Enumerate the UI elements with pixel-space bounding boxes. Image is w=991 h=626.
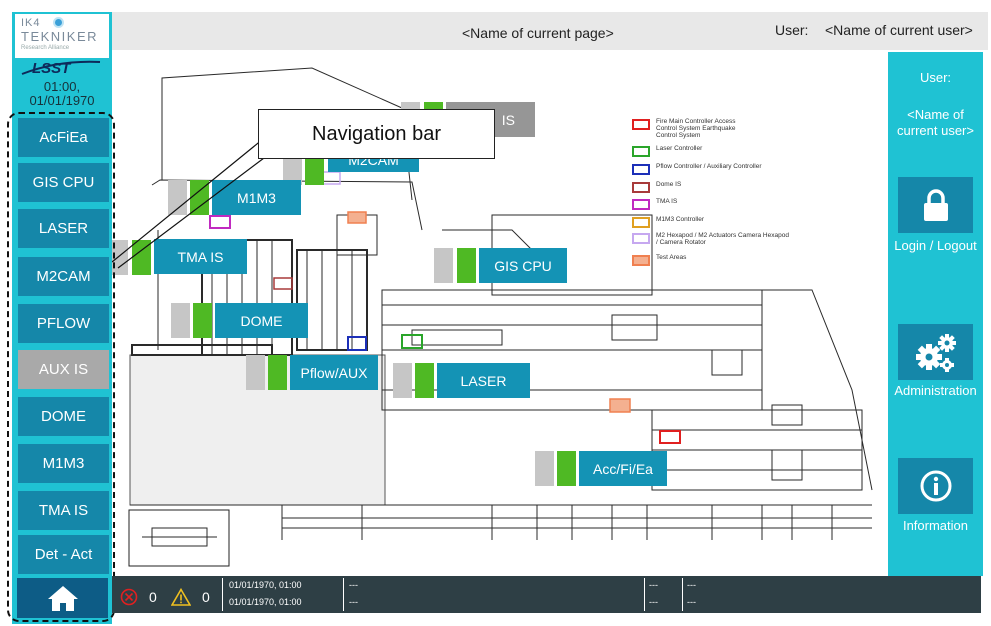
header-user-name: <Name of current user> <box>825 22 973 38</box>
information-label[interactable]: Information <box>902 518 969 533</box>
information-button[interactable] <box>898 458 973 514</box>
warning-count: 0 <box>202 589 210 605</box>
nav-gis-cpu[interactable]: GIS CPU <box>18 163 109 202</box>
navigation-bar-callout: Navigation bar <box>258 109 495 159</box>
info-icon <box>920 470 951 502</box>
login-button[interactable] <box>898 177 973 233</box>
legend-swatch <box>632 255 650 266</box>
dome-status-gray <box>171 303 190 338</box>
alarm-detail-2: --- <box>687 597 696 607</box>
administration-button[interactable] <box>898 324 973 380</box>
laser-map-button[interactable]: LASER <box>437 363 530 398</box>
pflow-aux-status-gray <box>246 355 265 390</box>
laser-status-green <box>415 363 434 398</box>
alarm-time-2: 01/01/1970, 01:00 <box>229 597 302 607</box>
tma-is-map-button[interactable]: TMA IS <box>154 239 247 274</box>
legend-text: TMA IS <box>656 198 678 205</box>
tekniker-logo: IK4 TEKNIKER Research Alliance <box>15 14 109 58</box>
legend-swatch <box>632 217 650 228</box>
legend-text: Pflow Controller / Auxiliary Controller <box>656 163 762 170</box>
legend-item: Laser Controller <box>632 145 702 157</box>
legend-text: Test Areas <box>656 254 687 261</box>
pflow-aux-status-green <box>268 355 287 390</box>
alarm-message-1: --- <box>349 580 358 590</box>
alarm-field-2: --- <box>649 597 658 607</box>
nav-det-act[interactable]: Det - Act <box>18 535 109 574</box>
nav-acfiea[interactable]: AcFiEa <box>18 118 109 157</box>
status-bar: 0 0 01/01/1970, 01:00 01/01/1970, 01:00 … <box>112 576 981 613</box>
m1m3-status-gray <box>168 180 187 215</box>
clock-date: 01/01/1970 <box>29 93 95 108</box>
administration-label[interactable]: Administration <box>894 383 977 398</box>
legend-swatch <box>632 199 650 210</box>
panel-user-name: <Name of current user> <box>897 107 974 138</box>
gis-cpu-status-green <box>457 248 476 283</box>
legend-item: Dome IS <box>632 181 681 193</box>
gis-cpu-status-gray <box>434 248 453 283</box>
home-icon <box>47 586 78 611</box>
acc-fi-ea-map-button[interactable]: Acc/Fi/Ea <box>579 451 667 486</box>
clock-display: 01:00, 01/01/1970 <box>12 80 112 108</box>
legend-swatch <box>632 119 650 130</box>
alarm-field-1: --- <box>649 580 658 590</box>
page-title: <Name of current page> <box>462 25 614 41</box>
acc-fi-ea-status-gray <box>535 451 554 486</box>
home-button[interactable] <box>17 578 108 618</box>
lsst-logo: LSST <box>21 60 101 77</box>
alarm-message-2: --- <box>349 597 358 607</box>
clock-time: 01:00, <box>43 79 81 94</box>
legend-text: Laser Controller <box>656 145 703 152</box>
header-user-label: User: <box>775 22 809 38</box>
legend-text: Dome IS <box>656 181 682 188</box>
nav-tma-is[interactable]: TMA IS <box>18 491 109 530</box>
legend-item: M2 Hexapod / M2 Actuators Camera Hexapod… <box>632 232 791 246</box>
lock-icon <box>923 189 948 221</box>
dome-map-button[interactable]: DOME <box>215 303 308 338</box>
error-count: 0 <box>149 589 157 605</box>
facility-map: Fire Main Controller Access Control Syst… <box>112 50 888 576</box>
navigation-bar-highlight <box>7 112 115 622</box>
legend-item: M1M3 Controller <box>632 216 704 228</box>
svg-text:LSST: LSST <box>32 60 72 77</box>
nav-m2cam[interactable]: M2CAM <box>18 257 109 296</box>
login-label[interactable]: Login / Logout <box>894 238 977 253</box>
legend-item: Pflow Controller / Auxiliary Controller <box>632 163 761 175</box>
alarm-time-1: 01/01/1970, 01:00 <box>229 580 302 590</box>
sidebar: IK4 TEKNIKER Research Alliance LSST 01:0… <box>12 12 112 624</box>
nav-aux-is[interactable]: AUX IS <box>18 350 109 389</box>
right-panel: User: <Name of current user> Login / Log… <box>888 52 983 576</box>
dome-status-green <box>193 303 212 338</box>
laser-status-gray <box>393 363 412 398</box>
legend-text: M1M3 Controller <box>656 216 705 223</box>
nav-laser[interactable]: LASER <box>18 209 109 248</box>
nav-m1m3[interactable]: M1M3 <box>18 444 109 483</box>
gears-icon <box>915 334 956 372</box>
tma-is-status-green <box>132 240 151 275</box>
header-bar: <Name of current page> User: <Name of cu… <box>112 12 988 50</box>
gis-cpu-map-button[interactable]: GIS CPU <box>479 248 567 283</box>
legend-item: Fire Main Controller Access Control Syst… <box>632 118 751 139</box>
legend-text: Fire Main Controller Access Control Syst… <box>656 118 736 139</box>
legend-item: Test Areas <box>632 254 686 266</box>
nav-pflow[interactable]: PFLOW <box>18 304 109 343</box>
legend-swatch <box>632 182 650 193</box>
legend-swatch <box>632 146 650 157</box>
legend-swatch <box>632 233 650 244</box>
legend-item: TMA IS <box>632 198 677 210</box>
m1m3-map-button[interactable]: M1M3 <box>212 180 301 215</box>
nav-dome[interactable]: DOME <box>18 397 109 436</box>
error-icon <box>120 588 138 606</box>
alarm-detail-1: --- <box>687 580 696 590</box>
m1m3-status-green <box>190 180 209 215</box>
panel-user-label: User: <box>919 70 952 85</box>
pflow-aux-map-button[interactable]: Pflow/AUX <box>290 355 378 390</box>
acc-fi-ea-status-green <box>557 451 576 486</box>
warning-icon <box>171 588 191 606</box>
legend-swatch <box>632 164 650 175</box>
legend-text: M2 Hexapod / M2 Actuators Camera Hexapod… <box>656 232 789 246</box>
